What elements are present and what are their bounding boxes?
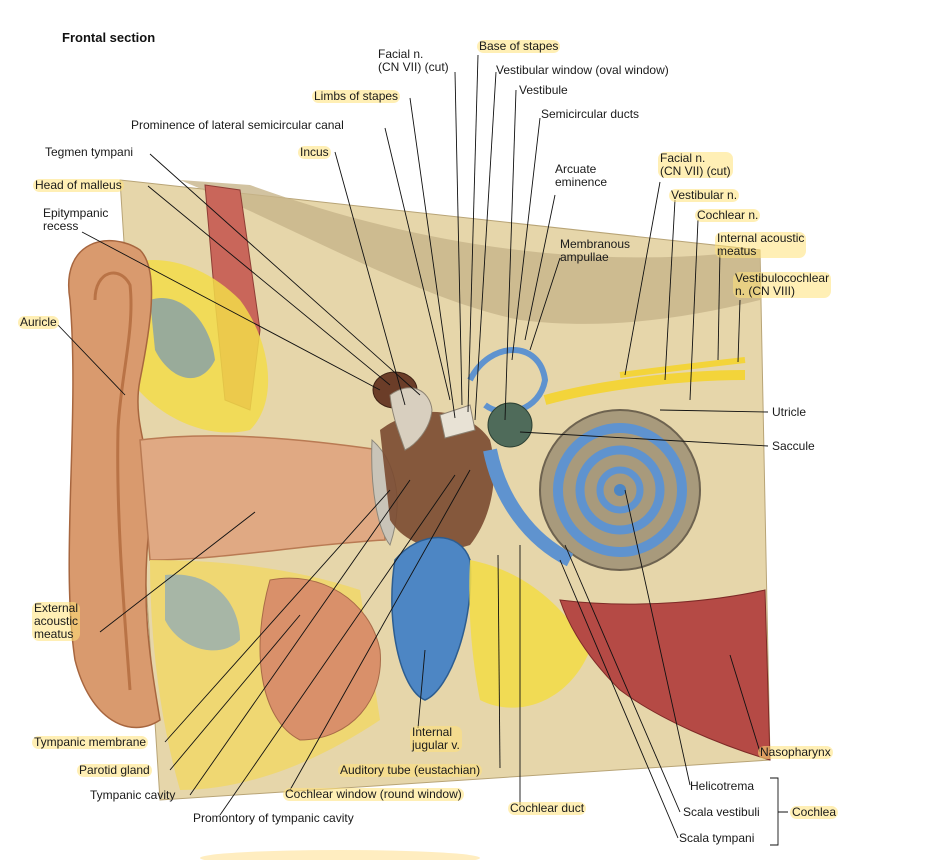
label-epitympanic-recess: Epitympanic recess: [43, 206, 109, 233]
leader-scala-vestibuli: [564, 544, 681, 813]
label-helicotrema: Helicotrema: [690, 779, 755, 793]
label-tegmen-tympani: Tegmen tympani: [45, 145, 134, 159]
parotid-gland: [259, 577, 381, 741]
stapes-shape: [439, 404, 476, 439]
label-internal-jugular-vein: Internal jugular v.: [410, 725, 462, 752]
leader-vestibulocochlear: [737, 299, 741, 363]
label-vestibule: Vestibule: [519, 83, 568, 97]
leader-vestibular-n: [664, 199, 676, 381]
leader-external-meatus: [99, 511, 256, 633]
leader-auricle: [57, 324, 126, 396]
leader-vestibular-window: [474, 71, 497, 421]
label-nasopharynx: Nasopharynx: [758, 745, 833, 759]
leader-cochlear-window: [289, 469, 471, 791]
bottom-glow: [200, 850, 480, 860]
label-incus: Incus: [298, 145, 331, 159]
leader-arcuate: [524, 194, 556, 341]
dura-region: [180, 180, 760, 324]
leader-lines: [57, 54, 788, 846]
leader-ampullae: [529, 257, 561, 351]
leader-promontory: [219, 474, 456, 816]
label-cochlear-nerve: Cochlear n.: [695, 208, 761, 222]
leader-prominence: [384, 127, 451, 401]
label-scala-tympani: Scala tympani: [679, 831, 755, 845]
leader-cochlear-n: [689, 219, 699, 401]
cochlea-turn-2: [575, 445, 665, 535]
incus-shape: [389, 387, 433, 451]
leader-helicotrema: [624, 489, 691, 786]
leader-parotid: [169, 614, 301, 771]
leader-utricle: [659, 409, 769, 413]
label-tympanic-cavity: Tympanic cavity: [90, 788, 176, 802]
leader-facial-top: [454, 71, 463, 406]
leader-auditory-tube: [497, 554, 501, 769]
label-external-acoustic-meatus: External acoustic meatus: [32, 601, 81, 641]
label-limbs-of-stapes: Limbs of stapes: [312, 89, 401, 103]
leader-facial-right: [624, 181, 661, 376]
leader-incus: [334, 151, 406, 406]
internal-jugular-vein: [391, 536, 472, 701]
leader-tympanic-membrane: [164, 489, 391, 743]
vestibule-shape: [487, 402, 533, 448]
cochlea-bracket: [770, 777, 788, 846]
cochlea-turn-1: [553, 423, 687, 557]
label-facial-nerve-top: Facial n. (CN VII) (cut): [378, 47, 449, 74]
mastoid-grey: [150, 298, 215, 379]
label-tympanic-membrane: Tympanic membrane: [32, 735, 149, 749]
label-promontory: Promontory of tympanic cavity: [193, 811, 354, 825]
nasopharynx-shape: [559, 589, 771, 761]
cochlea-apex: [614, 484, 626, 496]
label-cochlear-duct: Cochlear duct: [508, 801, 587, 815]
leader-epitympanic: [81, 231, 381, 391]
label-head-of-malleus: Head of malleus: [33, 178, 124, 192]
leader-tympanic-cavity: [189, 479, 411, 796]
cochlea-turn-3: [596, 466, 644, 514]
label-parotid-gland: Parotid gland: [77, 763, 152, 777]
section-title: Frontal section: [62, 30, 156, 45]
label-vestibular-nerve: Vestibular n.: [669, 188, 740, 202]
label-cochlea: Cochlea: [790, 805, 839, 819]
label-membranous-ampullae: Membranous ampullae: [560, 237, 631, 264]
leader-scala-tympani: [559, 559, 679, 839]
leader-tegmen: [149, 153, 421, 396]
label-prominence: Prominence of lateral semicircular canal: [131, 118, 344, 132]
label-facial-nerve-right: Facial n. (CN VII) (cut): [658, 151, 733, 178]
leader-nasopharynx: [729, 654, 761, 753]
external-canal: [139, 435, 386, 561]
leader-head-malleus: [147, 185, 391, 386]
label-semicircular-ducts: Semicircular ducts: [541, 107, 640, 121]
auricle-fold: [93, 271, 133, 691]
label-vestibulocochlear-nerve: Vestibulocochlear n. (CN VIII): [733, 271, 832, 298]
label-auditory-tube: Auditory tube (eustachian): [338, 763, 483, 777]
label-vestibular-window: Vestibular window (oval window): [496, 63, 669, 77]
vestibulocochlear-nerve: [543, 370, 746, 405]
label-base-of-stapes: Base of stapes: [477, 39, 561, 53]
label-scala-vestibuli: Scala vestibuli: [683, 805, 760, 819]
leader-base-stapes: [467, 54, 479, 413]
label-utricle: Utricle: [772, 405, 807, 419]
leader-limbs-stapes: [409, 97, 456, 419]
cochlea-basal-turn: [483, 448, 574, 567]
label-internal-acoustic-meatus: Internal acoustic meatus: [715, 231, 807, 258]
leader-saccule: [519, 431, 769, 447]
leader-vestibule: [504, 89, 517, 421]
label-auricle: Auricle: [18, 315, 59, 329]
grey-tissue: [165, 574, 240, 651]
leader-internal-acoustic: [717, 249, 721, 361]
label-arcuate-eminence: Arcuate eminence: [555, 162, 608, 189]
leader-internal-jugular: [417, 649, 426, 729]
auricle: [67, 239, 161, 729]
leader-semicircular: [511, 117, 541, 361]
facial-nerve: [619, 357, 746, 378]
label-saccule: Saccule: [772, 439, 815, 453]
label-cochlear-window: Cochlear window (round window): [283, 787, 464, 801]
